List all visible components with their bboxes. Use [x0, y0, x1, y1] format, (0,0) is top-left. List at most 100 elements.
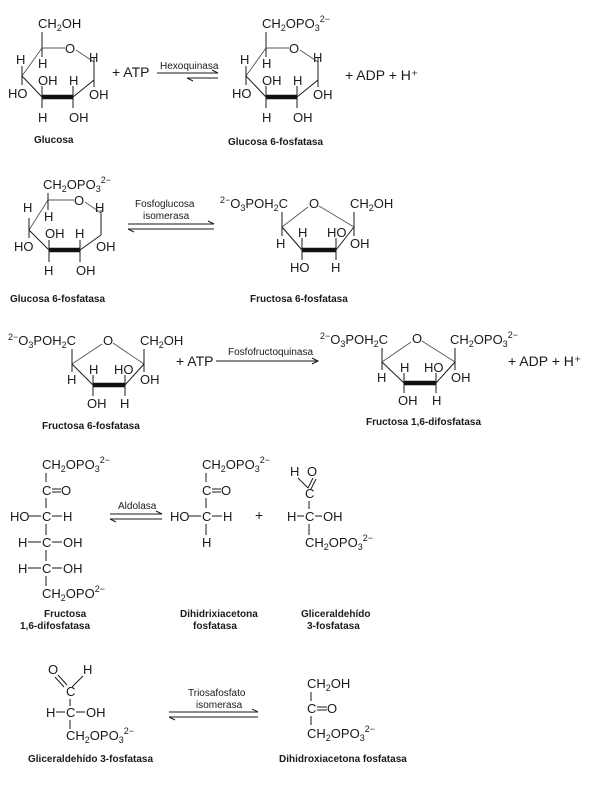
enzyme-isomerasa-1: isomerasa — [143, 211, 190, 222]
svg-text:OH: OH — [293, 110, 313, 125]
g3p-label-2: Gliceraldehído 3-fosfatasa — [28, 754, 153, 765]
reaction-1: CH2OH O H H H OH H HO OH H — [8, 14, 418, 148]
svg-text:H: H — [18, 561, 27, 576]
svg-text:H: H — [240, 52, 249, 67]
fructose-1-6-bisphosphate-linear: CH2OPO32− C O HO C H H C OH H C OH CH — [10, 455, 110, 632]
svg-text:C: C — [305, 486, 314, 501]
svg-text:O: O — [307, 464, 317, 479]
fructose-label-line2: 1,6-difosfatasa — [20, 621, 90, 632]
phosphoglucose-isomerase-arrow: Fosfoglucosa isomerasa — [127, 199, 215, 233]
glucose-ring-o: O — [65, 41, 75, 56]
enzyme-triosafosfato: Triosafosfato — [188, 688, 246, 699]
enzyme-hexoquinasa: Hexoquinasa — [160, 61, 219, 72]
enzyme-isomerasa-2: isomerasa — [196, 700, 243, 711]
svg-text:OH: OH — [38, 73, 58, 88]
svg-text:H: H — [18, 535, 27, 550]
hexokinase-arrow: Hexoquinasa — [157, 61, 219, 82]
svg-text:H: H — [120, 396, 129, 411]
svg-text:OH: OH — [86, 705, 106, 720]
svg-text:H: H — [377, 370, 386, 385]
svg-text:H: H — [223, 509, 232, 524]
svg-text:OH: OH — [451, 370, 471, 385]
svg-text:H: H — [262, 56, 271, 71]
svg-text:H: H — [89, 362, 98, 377]
fructose-1-6-bisphosphate-ring: 2−O3POH2C O CH2OPO32− H H HO OH OH H Fru… — [320, 330, 518, 428]
enzyme-fosfoglucosa: Fosfoglucosa — [135, 199, 195, 210]
phosphofructokinase-arrow: Fosfofructoquinasa — [216, 347, 320, 365]
svg-text:HO: HO — [232, 86, 252, 101]
svg-text:H: H — [202, 535, 211, 550]
svg-text:OH: OH — [96, 239, 116, 254]
svg-text:OH: OH — [313, 87, 333, 102]
svg-text:CH2OPO32−: CH2OPO32− — [305, 533, 373, 552]
svg-text:H: H — [38, 110, 47, 125]
svg-text:CH2OPO32−: CH2OPO32− — [262, 14, 330, 33]
plus-atp-1: + ATP — [112, 64, 149, 80]
dihydroxyacetone-phosphate-structure-1: CH2OPO32− C O HO C H H Dihidrixiacetona … — [170, 455, 270, 632]
svg-text:2−O3POH2C: 2−O3POH2C — [320, 331, 388, 349]
svg-text:C: C — [66, 684, 75, 699]
svg-text:C: C — [42, 483, 51, 498]
svg-text:H: H — [69, 73, 78, 88]
g3p-label-line2: 3-fosfatasa — [307, 621, 360, 632]
svg-text:O: O — [289, 41, 299, 56]
svg-text:O: O — [103, 333, 113, 348]
svg-text:C: C — [307, 701, 316, 716]
triosephosphate-isomerase-arrow: Triosafosfato isomerasa — [168, 688, 259, 721]
svg-text:C: C — [42, 561, 51, 576]
svg-text:H: H — [44, 209, 53, 224]
plus-adp-h-1: + ADP + H⁺ — [345, 67, 418, 83]
svg-text:O: O — [74, 193, 84, 208]
glucose-6-phosphate-label-1: Glucosa 6-fosfatasa — [228, 137, 323, 148]
enzyme-fosfofructoquinasa: Fosfofructoquinasa — [228, 347, 313, 358]
svg-text:H: H — [83, 662, 92, 677]
aldolase-arrow: Aldolasa — [109, 501, 163, 523]
reaction-4: CH2OPO32− C O HO C H H C OH H C OH CH — [10, 455, 373, 632]
svg-text:O: O — [61, 483, 71, 498]
svg-text:H: H — [63, 509, 72, 524]
svg-text:OH: OH — [45, 226, 65, 241]
svg-text:C: C — [42, 509, 51, 524]
svg-text:OH: OH — [398, 393, 418, 408]
svg-text:OH: OH — [323, 509, 343, 524]
glucose-6-phosphate-label-2: Glucosa 6-fosfatasa — [10, 294, 105, 305]
svg-text:H: H — [75, 226, 84, 241]
svg-text:H: H — [432, 393, 441, 408]
plus-aldolase: + — [255, 507, 263, 523]
svg-text:HO: HO — [290, 260, 310, 275]
glyceraldehyde-3-phosphate-structure-1: H O C H C OH CH2OPO32− Gliceraldehído 3-… — [287, 464, 373, 632]
svg-text:HO: HO — [8, 86, 28, 101]
glucose-6-phosphate-structure-1: CH2OPO32− O H H H OH H HO OH — [228, 14, 333, 148]
dhap-label-line1: Dihidrixiacetona — [180, 609, 258, 620]
glyceraldehyde-3-phosphate-structure-2: O H C H C OH CH2OPO32− Gliceraldehído 3-… — [28, 662, 153, 765]
glucose-ch2oh: CH2OH — [38, 16, 81, 33]
svg-text:CH2OH: CH2OH — [307, 676, 350, 693]
svg-text:HO: HO — [327, 225, 347, 240]
svg-text:C: C — [202, 483, 211, 498]
svg-text:H: H — [400, 360, 409, 375]
fructose-6-phosphate-label-2: Fructosa 6-fosfatasa — [42, 421, 140, 432]
svg-text:H: H — [89, 50, 98, 65]
svg-text:H: H — [23, 200, 32, 215]
dihydroxyacetone-phosphate-structure-2: CH2OH C O CH2OPO32− Dihidroxiacetona fos… — [279, 676, 407, 765]
svg-text:HO: HO — [14, 239, 34, 254]
svg-text:CH2OPO32−: CH2OPO32− — [202, 455, 270, 474]
plus-atp-3: + ATP — [176, 353, 213, 369]
glucose-6-phosphate-structure-2: CH2OPO32− O H H H OH H HO OH H — [10, 175, 116, 305]
fructose-6-phosphate-label-1: Fructosa 6-fosfatasa — [250, 294, 348, 305]
fructose-label-line1: Fructosa — [44, 609, 87, 620]
svg-text:OH: OH — [63, 561, 83, 576]
svg-text:H: H — [313, 50, 322, 65]
svg-text:OH: OH — [140, 372, 160, 387]
svg-text:CH2OH: CH2OH — [140, 333, 183, 350]
svg-text:HO: HO — [170, 509, 190, 524]
svg-text:CH2OPO32−: CH2OPO32− — [307, 724, 375, 743]
fructose-6-phosphate-structure-1: 2−O3POH2C O CH2OH H H HO OH HO H Fructos… — [220, 195, 393, 305]
svg-text:C: C — [42, 535, 51, 550]
svg-text:HO: HO — [114, 362, 134, 377]
svg-text:H: H — [67, 372, 76, 387]
svg-text:OH: OH — [262, 73, 282, 88]
svg-text:C: C — [66, 705, 75, 720]
g3p-label-line1: Gliceraldehído — [301, 609, 370, 620]
reaction-3: 2−O3POH2C O CH2OH H H HO OH OH H Fructos… — [8, 330, 581, 432]
